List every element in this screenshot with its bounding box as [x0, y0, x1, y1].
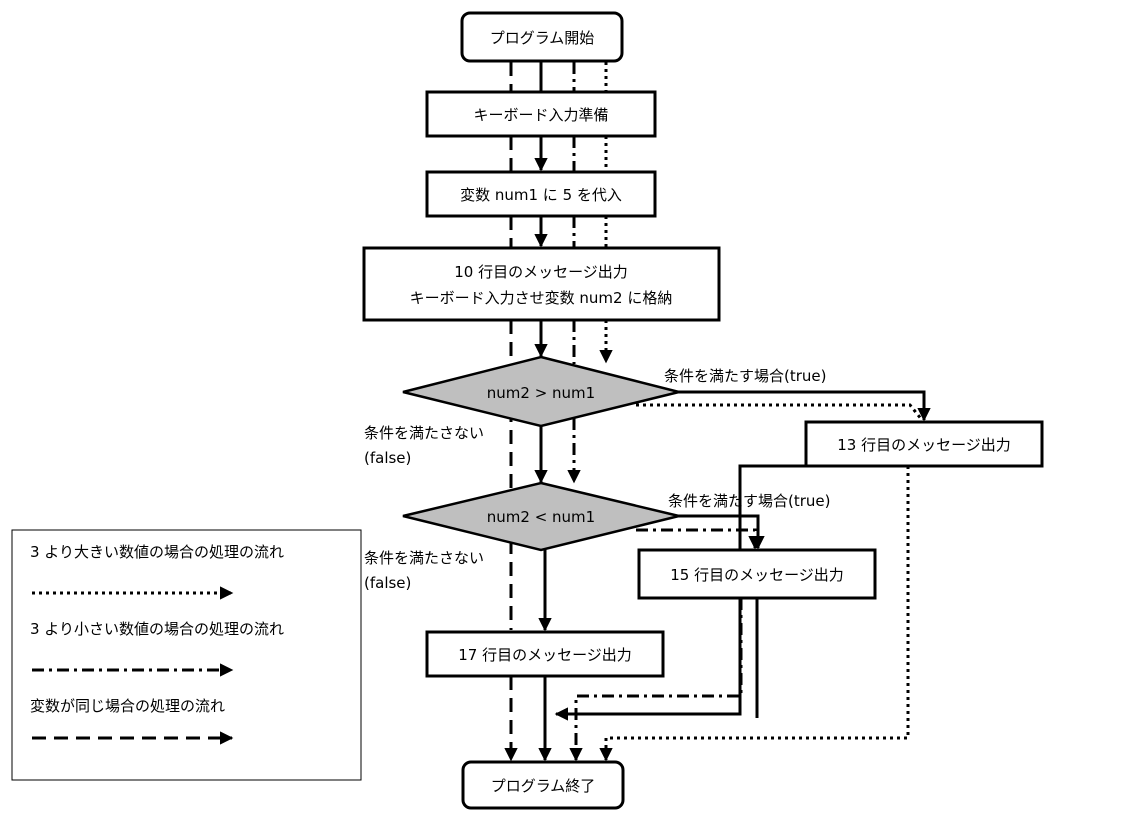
msg15-node: 15 行目のメッセージ出力	[637, 548, 877, 600]
assign-node: 変数 num1 に 5 を代入	[425, 170, 657, 218]
less-flow-dashdot	[567, 62, 762, 762]
true1-label: 条件を満たす場合(true)	[664, 367, 827, 385]
keyboard-prep-label: キーボード入力準備	[473, 106, 608, 124]
end-label: プログラム終了	[491, 777, 596, 795]
end-node: プログラム終了	[461, 760, 625, 810]
false2-label-line1: 条件を満たさない	[364, 549, 484, 567]
msg10-label-line1: 10 行目のメッセージ出力	[454, 263, 628, 281]
greater-flow-dotted	[599, 62, 924, 762]
msg13-node: 13 行目のメッセージ出力	[804, 420, 1044, 468]
start-node: プログラム開始	[460, 11, 624, 63]
legend-less-label: 3 より小さい数値の場合の処理の流れ	[30, 620, 284, 638]
cond2-node: num2 < num1	[402, 481, 680, 552]
main-flow-solid	[534, 62, 552, 762]
msg13-label: 13 行目のメッセージ出力	[837, 436, 1011, 454]
false1-label-line2: (false)	[364, 449, 411, 467]
legend-greater-label: 3 より大きい数値の場合の処理の流れ	[30, 543, 284, 561]
false2-label-line2: (false)	[364, 574, 411, 592]
assign-label: 変数 num1 に 5 を代入	[460, 186, 622, 204]
start-label: プログラム開始	[490, 29, 595, 47]
msg10-node: 10 行目のメッセージ出力 キーボード入力させ変数 num2 に格納	[362, 246, 721, 322]
cond1-node: num2 > num1	[402, 355, 680, 428]
msg17-node: 17 行目のメッセージ出力	[425, 630, 665, 678]
true-branch-1	[676, 390, 931, 422]
legend: 3 より大きい数値の場合の処理の流れ 3 より小さい数値の場合の処理の流れ 変数…	[11, 529, 362, 781]
true2-label: 条件を満たす場合(true)	[668, 492, 831, 510]
msg15-label: 15 行目のメッセージ出力	[670, 566, 844, 584]
legend-equal-label: 変数が同じ場合の処理の流れ	[30, 697, 225, 715]
msg10-label-line2: キーボード入力させ変数 num2 に格納	[410, 289, 673, 307]
cond1-label: num2 > num1	[487, 384, 595, 402]
cond2-label: num2 < num1	[487, 508, 595, 526]
true-branch-2	[676, 514, 765, 550]
keyboard-prep-node: キーボード入力準備	[425, 90, 657, 138]
msg17-label: 17 行目のメッセージ出力	[458, 646, 632, 664]
false1-label-line1: 条件を満たさない	[364, 424, 484, 442]
